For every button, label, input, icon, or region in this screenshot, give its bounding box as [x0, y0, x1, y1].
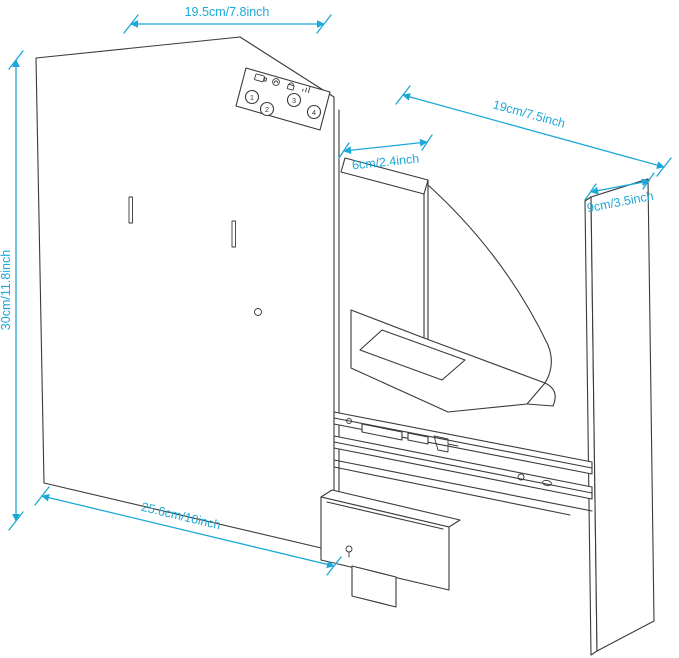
dimension-top-width: 19.5cm/7.8inch: [123, 5, 332, 34]
cabinet-front-face: [35, 36, 335, 552]
keypad-button-3-label: 3: [292, 96, 296, 105]
mounting-slot: [128, 196, 133, 224]
rear-panel-front-face: [590, 178, 655, 652]
rail-mount-slot: [542, 479, 552, 487]
lock-icon: [286, 82, 295, 91]
drawer-bottom-box: [320, 489, 461, 608]
rail-mount-hole: [517, 473, 525, 481]
slide-rails: [333, 411, 593, 516]
dimension-label-top-width: 19.5cm/7.8inch: [185, 5, 270, 19]
dimension-left-height: 30cm/11.8inch: [0, 50, 24, 531]
dimension-line: [343, 138, 428, 155]
cabinet-body: [35, 36, 335, 552]
rear-panel: [584, 178, 655, 656]
mounting-hole: [254, 308, 262, 316]
cradle-flange: [526, 382, 556, 407]
keypad-plate: [235, 67, 331, 131]
slide-rail-lower: [333, 459, 593, 516]
dimension-right-depth: 19cm/7.5inch: [395, 85, 672, 177]
keypad-button-4: 4: [306, 104, 322, 120]
keypad-button-3: 3: [286, 92, 302, 108]
rail-lock-clip: [433, 435, 459, 453]
signal-icon: [302, 86, 311, 94]
drawer-box-foot: [351, 565, 397, 608]
battery-icon: [254, 73, 268, 83]
rail-slot: [407, 432, 429, 445]
drawer-cavity: [338, 109, 556, 548]
keypad-button-2-label: 2: [265, 105, 269, 114]
dimension-line: [41, 493, 335, 569]
keypad-button-2: 2: [259, 101, 275, 117]
dimension-label-right-depth: 19cm/7.5inch: [491, 98, 566, 131]
drawer-back-wall: [423, 179, 429, 341]
dimension-line: [590, 178, 650, 195]
dimension-label-left-height: 30cm/11.8inch: [0, 250, 13, 330]
mounting-slot: [231, 220, 236, 248]
drawer-side-wall: [427, 184, 552, 384]
dimension-inner-width: 6cm/2.4inch: [338, 134, 433, 173]
rail-hole: [346, 418, 352, 424]
keypad-button-1-label: 1: [250, 93, 254, 102]
holster-cradle-opening: [359, 329, 466, 381]
safe-line-drawing: 1 2 3 4: [35, 36, 655, 656]
dimension-line: [402, 93, 665, 169]
rail-slot: [361, 423, 403, 441]
keypad-button-1: 1: [244, 89, 260, 105]
keypad-button-4-label: 4: [312, 108, 316, 117]
fingerprint-icon: [272, 78, 280, 86]
keypad-panel: 1 2 3 4: [235, 67, 331, 131]
